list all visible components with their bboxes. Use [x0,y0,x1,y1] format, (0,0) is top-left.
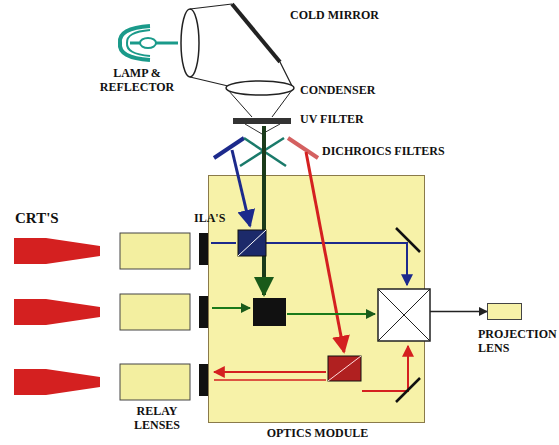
part-label: DICHROICS FILTERS [322,144,492,158]
part-label: LAMP & REFLECTOR [98,66,176,94]
node-label: OPTICS MODULE [209,426,426,440]
cold-mirror [181,4,292,86]
projection-lens: PROJECTION LENS [487,303,522,320]
light-cone [272,90,292,117]
part-label: COLD MIRROR [290,8,390,22]
part-label: CRT'S [15,210,85,227]
relay-lenses [120,233,190,400]
part-label: CONDENSER [300,83,390,97]
optics-module: OPTICS MODULE [208,175,425,423]
part-label: RELAY LENSES [126,404,188,432]
light-path-arrow [425,311,487,313]
crt-tubes [14,238,100,395]
light-cone [228,90,252,117]
condenser-lens [226,81,294,95]
node-label: PROJECTION LENS [478,327,546,355]
part-label: ILA'S [194,211,244,225]
part-label: UV FILTER [300,112,380,126]
uv-filter [233,118,291,124]
lamp-reflector [120,26,178,60]
dichroic-filters [214,138,318,166]
